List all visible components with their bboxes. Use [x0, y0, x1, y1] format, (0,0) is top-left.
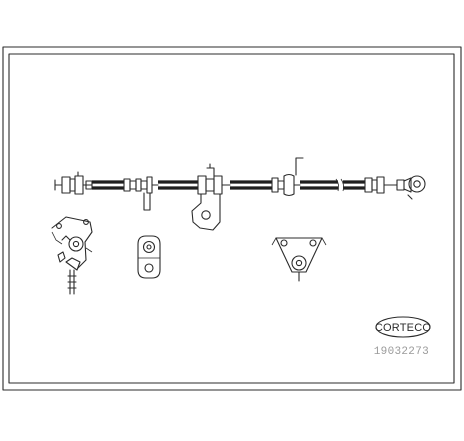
hose-clip	[271, 157, 304, 197]
brand-logo: CORTECO	[375, 316, 431, 338]
part-number: 19032273	[374, 346, 429, 358]
brake-hose-assembly	[54, 157, 426, 231]
hose-segment-2	[158, 180, 198, 190]
triangular-bracket-detail	[271, 237, 327, 282]
center-bracket	[191, 163, 231, 231]
hose-segment-3	[230, 180, 272, 190]
hose-segment-4	[300, 178, 365, 192]
drawing-frame	[2, 46, 462, 391]
bracket-fitting-1	[123, 176, 159, 211]
left-fitting	[54, 171, 93, 195]
hose-segment-1	[92, 180, 124, 190]
bracket-detail-left	[51, 216, 93, 295]
brand-logo-text: CORTECO	[375, 322, 431, 334]
mounting-plate-detail	[137, 235, 161, 279]
right-fitting	[364, 175, 426, 200]
